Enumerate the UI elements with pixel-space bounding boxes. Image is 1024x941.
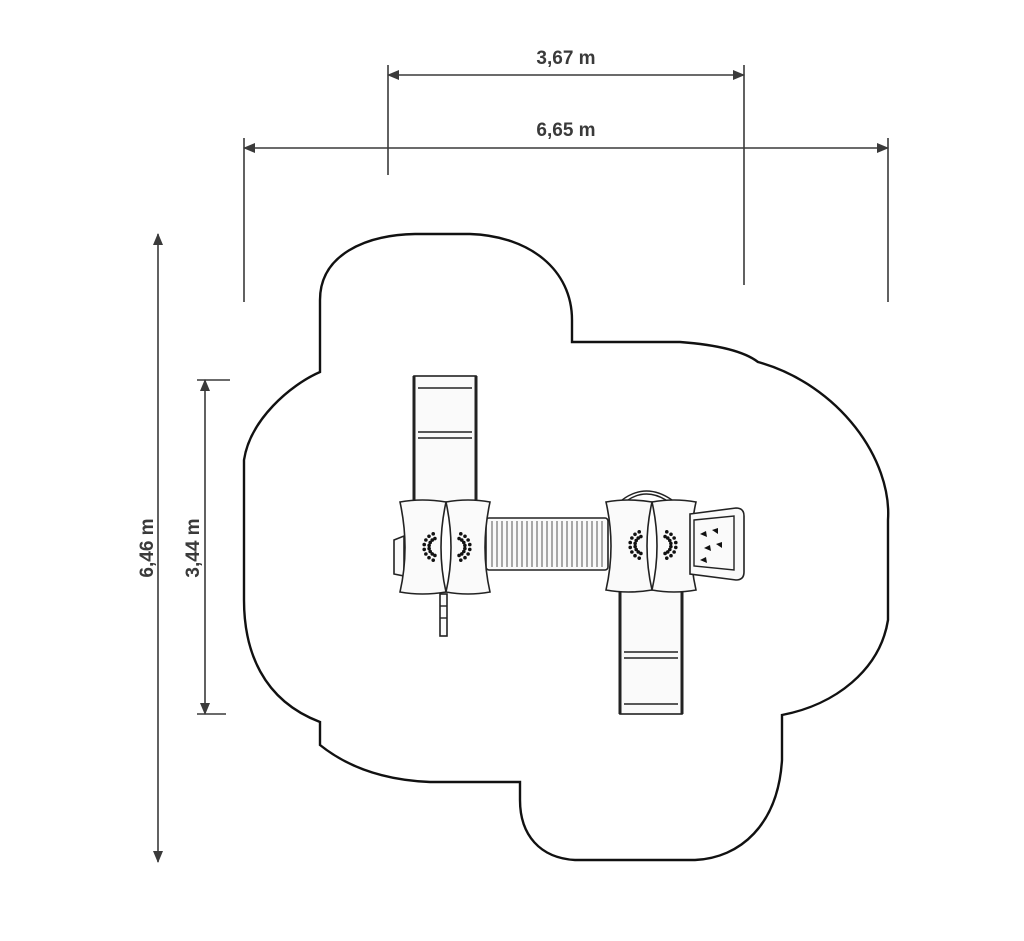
dimension-label-width-inner: 3,67 m	[536, 48, 595, 69]
roof-perforation-pattern	[422, 532, 437, 562]
slide-bed	[619, 587, 683, 715]
climbing-wall	[689, 507, 745, 581]
tower-left	[393, 499, 491, 637]
tunnel-ribs	[491, 521, 603, 567]
tower-side-panel	[393, 534, 405, 577]
tower-roof-right	[651, 499, 697, 593]
slide-bed	[413, 375, 477, 505]
slide-bottom-right	[618, 587, 684, 715]
tower-roof-left	[605, 499, 653, 593]
dimension-label-width-outer: 6,65 m	[536, 120, 595, 141]
roof-perforation-pattern	[457, 532, 472, 562]
fireman-pole	[439, 593, 448, 637]
safety-zone-outline	[242, 232, 890, 862]
tower-canopy-arc	[621, 490, 673, 501]
dimension-label-height-inner: 3,44 m	[183, 518, 204, 577]
roof-perforation-pattern	[663, 530, 678, 560]
dimension-label-height-outer: 6,46 m	[137, 518, 158, 577]
dimension-height-outer: 6,46 m	[137, 233, 163, 863]
tower-roof-right	[445, 499, 491, 595]
roof-perforation-pattern	[628, 530, 643, 560]
dimension-width-inner: 3,67 m	[387, 48, 745, 285]
crawl-tunnel	[485, 517, 609, 571]
tower-roof-left	[399, 499, 447, 595]
tower-right	[605, 490, 697, 593]
slide-top-left	[412, 375, 478, 505]
dimension-height-inner: 3,44 m	[183, 379, 230, 715]
dimension-width-outer: 6,65 m	[243, 120, 889, 302]
climbing-holds	[700, 528, 722, 563]
